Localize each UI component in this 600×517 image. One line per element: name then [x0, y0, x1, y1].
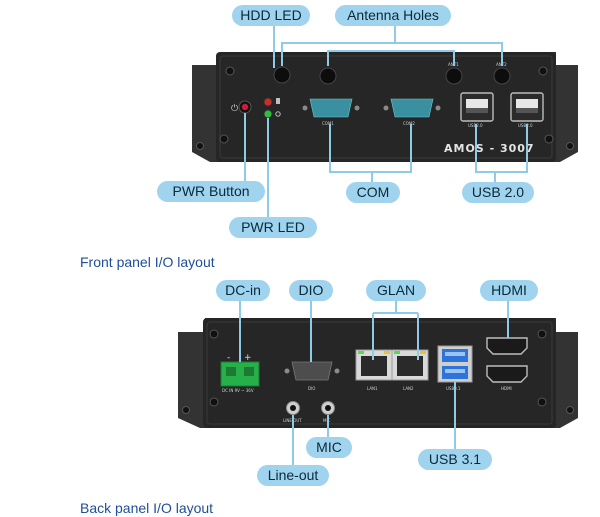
- callout-pwr-button: PWR Button: [157, 181, 265, 202]
- svg-text:GLAN: GLAN: [377, 282, 415, 298]
- usb2-port-a: [460, 92, 494, 122]
- callout-antenna-holes: Antenna Holes: [335, 5, 451, 26]
- callout-usb2: USB 2.0: [462, 182, 534, 203]
- hdd-led: [263, 97, 273, 107]
- svg-text:HDMI: HDMI: [491, 282, 527, 298]
- hdmi-label: HDMI: [501, 386, 512, 391]
- lan1-label: LAN1: [367, 386, 378, 391]
- dio-label: DIO: [308, 386, 315, 391]
- svg-text:DC-in: DC-in: [225, 282, 261, 298]
- callout-hdmi: HDMI: [480, 280, 538, 301]
- front-panel: ⏻ ANT1 ANT2 COM1 COM2: [192, 52, 578, 162]
- svg-text:Antenna Holes: Antenna Holes: [347, 7, 439, 23]
- back-screws: [182, 329, 574, 414]
- hdd-icon: [276, 98, 280, 104]
- svg-text:+: +: [244, 353, 252, 363]
- svg-text:PWR Button: PWR Button: [172, 183, 249, 199]
- back-leader-lines: [239, 301, 509, 465]
- usb2-port-b: [510, 92, 544, 122]
- usb2-b-label: USB2.0: [518, 123, 533, 128]
- svg-text:MIC: MIC: [316, 439, 342, 455]
- model-label: AMOS - 3007: [444, 142, 535, 155]
- callout-hdd-led: HDD LED: [232, 5, 310, 26]
- front-panel-caption: Front panel I/O layout: [80, 254, 215, 270]
- front-screws: [196, 66, 574, 150]
- callout-line-out: Line-out: [257, 465, 329, 486]
- com1-port: [302, 98, 360, 118]
- usb3-label: USB3.1: [446, 386, 461, 391]
- svg-text:DIO: DIO: [299, 282, 324, 298]
- svg-text:USB 3.1: USB 3.1: [429, 451, 481, 467]
- callout-dio: DIO: [289, 280, 333, 301]
- lan2-port: [391, 349, 429, 381]
- com2-label: COM2: [403, 121, 415, 126]
- callout-pwr-led: PWR LED: [229, 217, 317, 238]
- com1-label: COM1: [322, 121, 334, 126]
- back-panel-caption: Back panel I/O layout: [80, 500, 214, 516]
- callout-mic: MIC: [306, 437, 352, 458]
- usb3-ports: [437, 345, 473, 383]
- com2-port: [383, 98, 441, 118]
- hdmi-ports: [486, 337, 528, 383]
- mic-jack: [321, 401, 335, 415]
- dio-port: [284, 361, 340, 381]
- pwr-led-icon: [275, 111, 281, 117]
- lan2-label: LAN2: [403, 386, 414, 391]
- svg-text:PWR LED: PWR LED: [241, 219, 305, 235]
- power-icon: ⏻: [231, 103, 238, 114]
- svg-text:COM: COM: [357, 184, 390, 200]
- dc-in-terminal: - +: [220, 353, 260, 387]
- pwr-led: [263, 109, 273, 119]
- mic-label: MIC: [323, 418, 331, 423]
- callout-usb3: USB 3.1: [418, 449, 492, 470]
- back-panel: - + DC IN 9V ~ 36V DIO LAN1 LAN2: [178, 318, 578, 428]
- callout-dc-in: DC-in: [216, 280, 270, 301]
- front-leader-lines: [244, 24, 528, 217]
- antenna-holes: [273, 66, 511, 85]
- svg-text:HDD LED: HDD LED: [240, 7, 301, 23]
- callout-com: COM: [346, 182, 400, 203]
- line-out-jack: [286, 401, 300, 415]
- lan1-port: [355, 349, 393, 381]
- svg-text:-: -: [227, 353, 230, 363]
- dc-label: DC IN 9V ~ 36V: [222, 388, 254, 393]
- svg-text:Line-out: Line-out: [268, 467, 319, 483]
- svg-text:USB 2.0: USB 2.0: [472, 184, 524, 200]
- callout-glan: GLAN: [366, 280, 426, 301]
- power-button: ⏻: [231, 100, 252, 114]
